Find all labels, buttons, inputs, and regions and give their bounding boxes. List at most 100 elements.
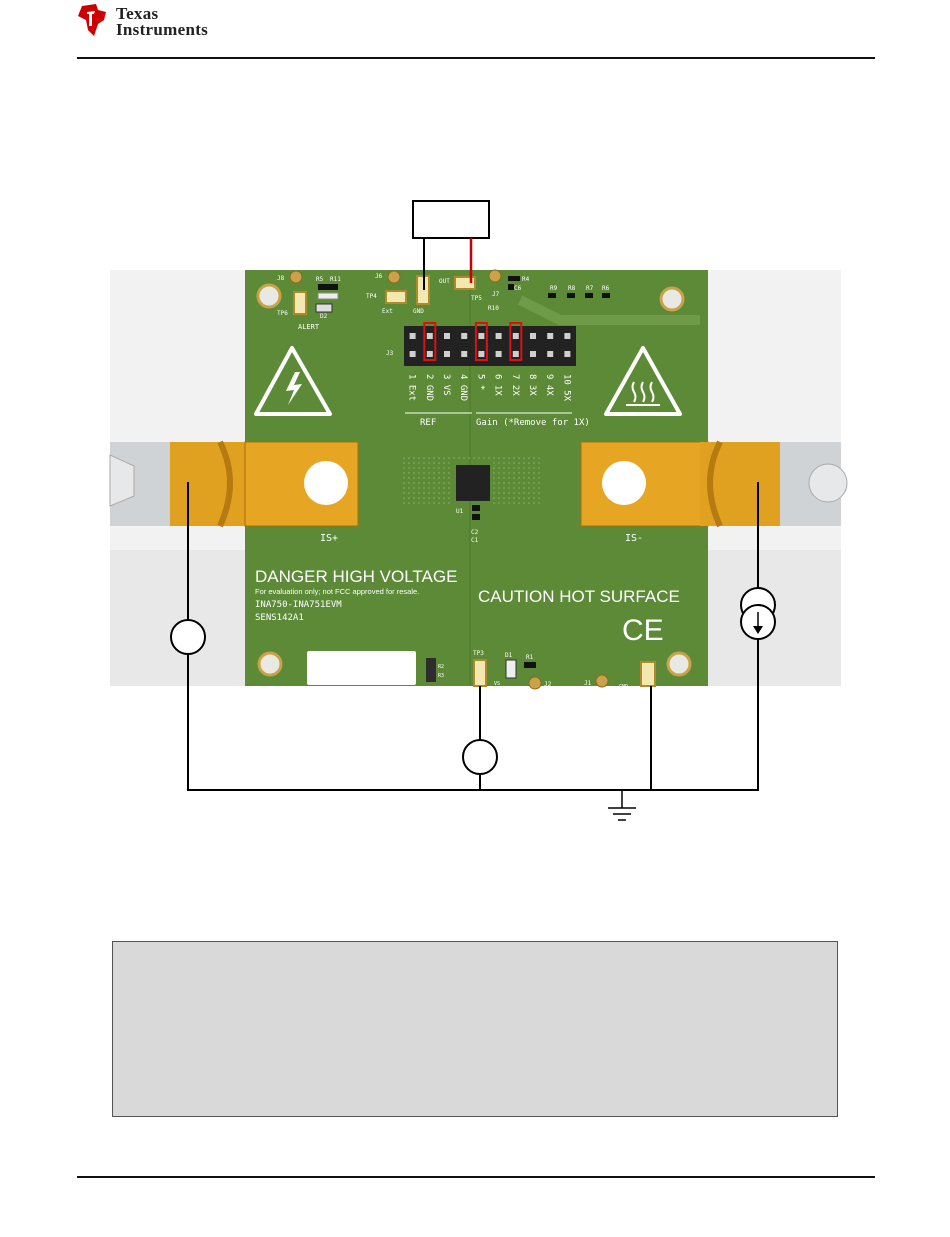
via xyxy=(413,462,415,464)
r11-label: R11 xyxy=(330,276,341,283)
current-arrow-icon xyxy=(753,626,763,634)
via xyxy=(498,502,500,504)
via xyxy=(428,487,430,489)
via xyxy=(453,457,455,459)
via xyxy=(428,462,430,464)
via xyxy=(518,492,520,494)
via xyxy=(413,487,415,489)
via xyxy=(513,467,515,469)
via xyxy=(533,487,535,489)
shunt-copper-right xyxy=(580,440,848,528)
c6-label: C6 xyxy=(514,285,522,292)
via xyxy=(423,482,425,484)
ti-wordmark: Texas Instruments xyxy=(116,5,208,38)
via xyxy=(448,457,450,459)
via xyxy=(508,457,510,459)
via xyxy=(498,472,500,474)
via xyxy=(448,467,450,469)
via xyxy=(418,487,420,489)
via xyxy=(463,457,465,459)
via xyxy=(493,497,495,499)
via xyxy=(423,467,425,469)
via xyxy=(538,477,540,479)
j6-label: J6 xyxy=(375,273,383,280)
via xyxy=(538,462,540,464)
j3-column-label: 6 1X xyxy=(493,374,503,396)
via xyxy=(438,492,440,494)
via xyxy=(408,472,410,474)
ti-logo-icon xyxy=(78,4,106,36)
via xyxy=(408,477,410,479)
via xyxy=(503,457,505,459)
via xyxy=(403,457,405,459)
via xyxy=(433,497,435,499)
via xyxy=(408,497,410,499)
serial-label-area xyxy=(307,651,416,685)
r6-label: R6 xyxy=(602,285,610,292)
j3-label: J3 xyxy=(386,350,394,357)
via xyxy=(428,497,430,499)
via xyxy=(433,502,435,504)
via xyxy=(418,502,420,504)
c1-part xyxy=(472,514,480,520)
via xyxy=(498,477,500,479)
r5-r11-parts xyxy=(318,284,338,290)
left-bar-hole xyxy=(304,461,348,505)
via xyxy=(513,487,515,489)
via xyxy=(538,467,540,469)
r1-part xyxy=(524,662,536,668)
via xyxy=(458,457,460,459)
via xyxy=(493,492,495,494)
part-text: INA750-INA751EVM xyxy=(255,600,342,610)
c2-part xyxy=(472,505,480,511)
via xyxy=(503,492,505,494)
via xyxy=(503,472,505,474)
j3-pin xyxy=(512,333,519,339)
via-field xyxy=(403,457,540,504)
j3-column-label: 1 Ext xyxy=(407,374,417,401)
via xyxy=(528,487,530,489)
via xyxy=(413,472,415,474)
via xyxy=(433,472,435,474)
via xyxy=(493,477,495,479)
via xyxy=(483,457,485,459)
j2-label: J2 xyxy=(544,681,552,688)
jumper-highlight xyxy=(509,322,523,361)
via xyxy=(493,502,495,504)
j8-label: J8 xyxy=(277,275,285,282)
j3-pin xyxy=(444,351,450,357)
shunt-copper-left xyxy=(109,440,359,528)
d2-led xyxy=(317,292,339,300)
left-bar-bend xyxy=(217,440,233,528)
via xyxy=(473,457,475,459)
j3-pin xyxy=(564,351,571,357)
via xyxy=(513,477,515,479)
via xyxy=(418,457,420,459)
ti-logo: Texas Instruments xyxy=(76,2,246,42)
via xyxy=(428,482,430,484)
via xyxy=(508,472,510,474)
via xyxy=(423,477,425,479)
is-plus-label: IS+ xyxy=(320,533,338,544)
via xyxy=(498,467,500,469)
j3-pin xyxy=(426,351,433,357)
via xyxy=(443,487,445,489)
via xyxy=(443,497,445,499)
via xyxy=(493,467,495,469)
via xyxy=(498,482,500,484)
left-meter-circle xyxy=(170,619,206,655)
j3-pin xyxy=(564,333,571,339)
via xyxy=(508,492,510,494)
via xyxy=(403,462,405,464)
via xyxy=(433,492,435,494)
via xyxy=(523,477,525,479)
j2-pad xyxy=(528,676,542,690)
via xyxy=(418,477,420,479)
r9-label: R9 xyxy=(550,285,558,292)
via xyxy=(448,492,450,494)
via xyxy=(468,457,470,459)
via xyxy=(433,487,435,489)
via xyxy=(518,467,520,469)
via xyxy=(528,497,530,499)
